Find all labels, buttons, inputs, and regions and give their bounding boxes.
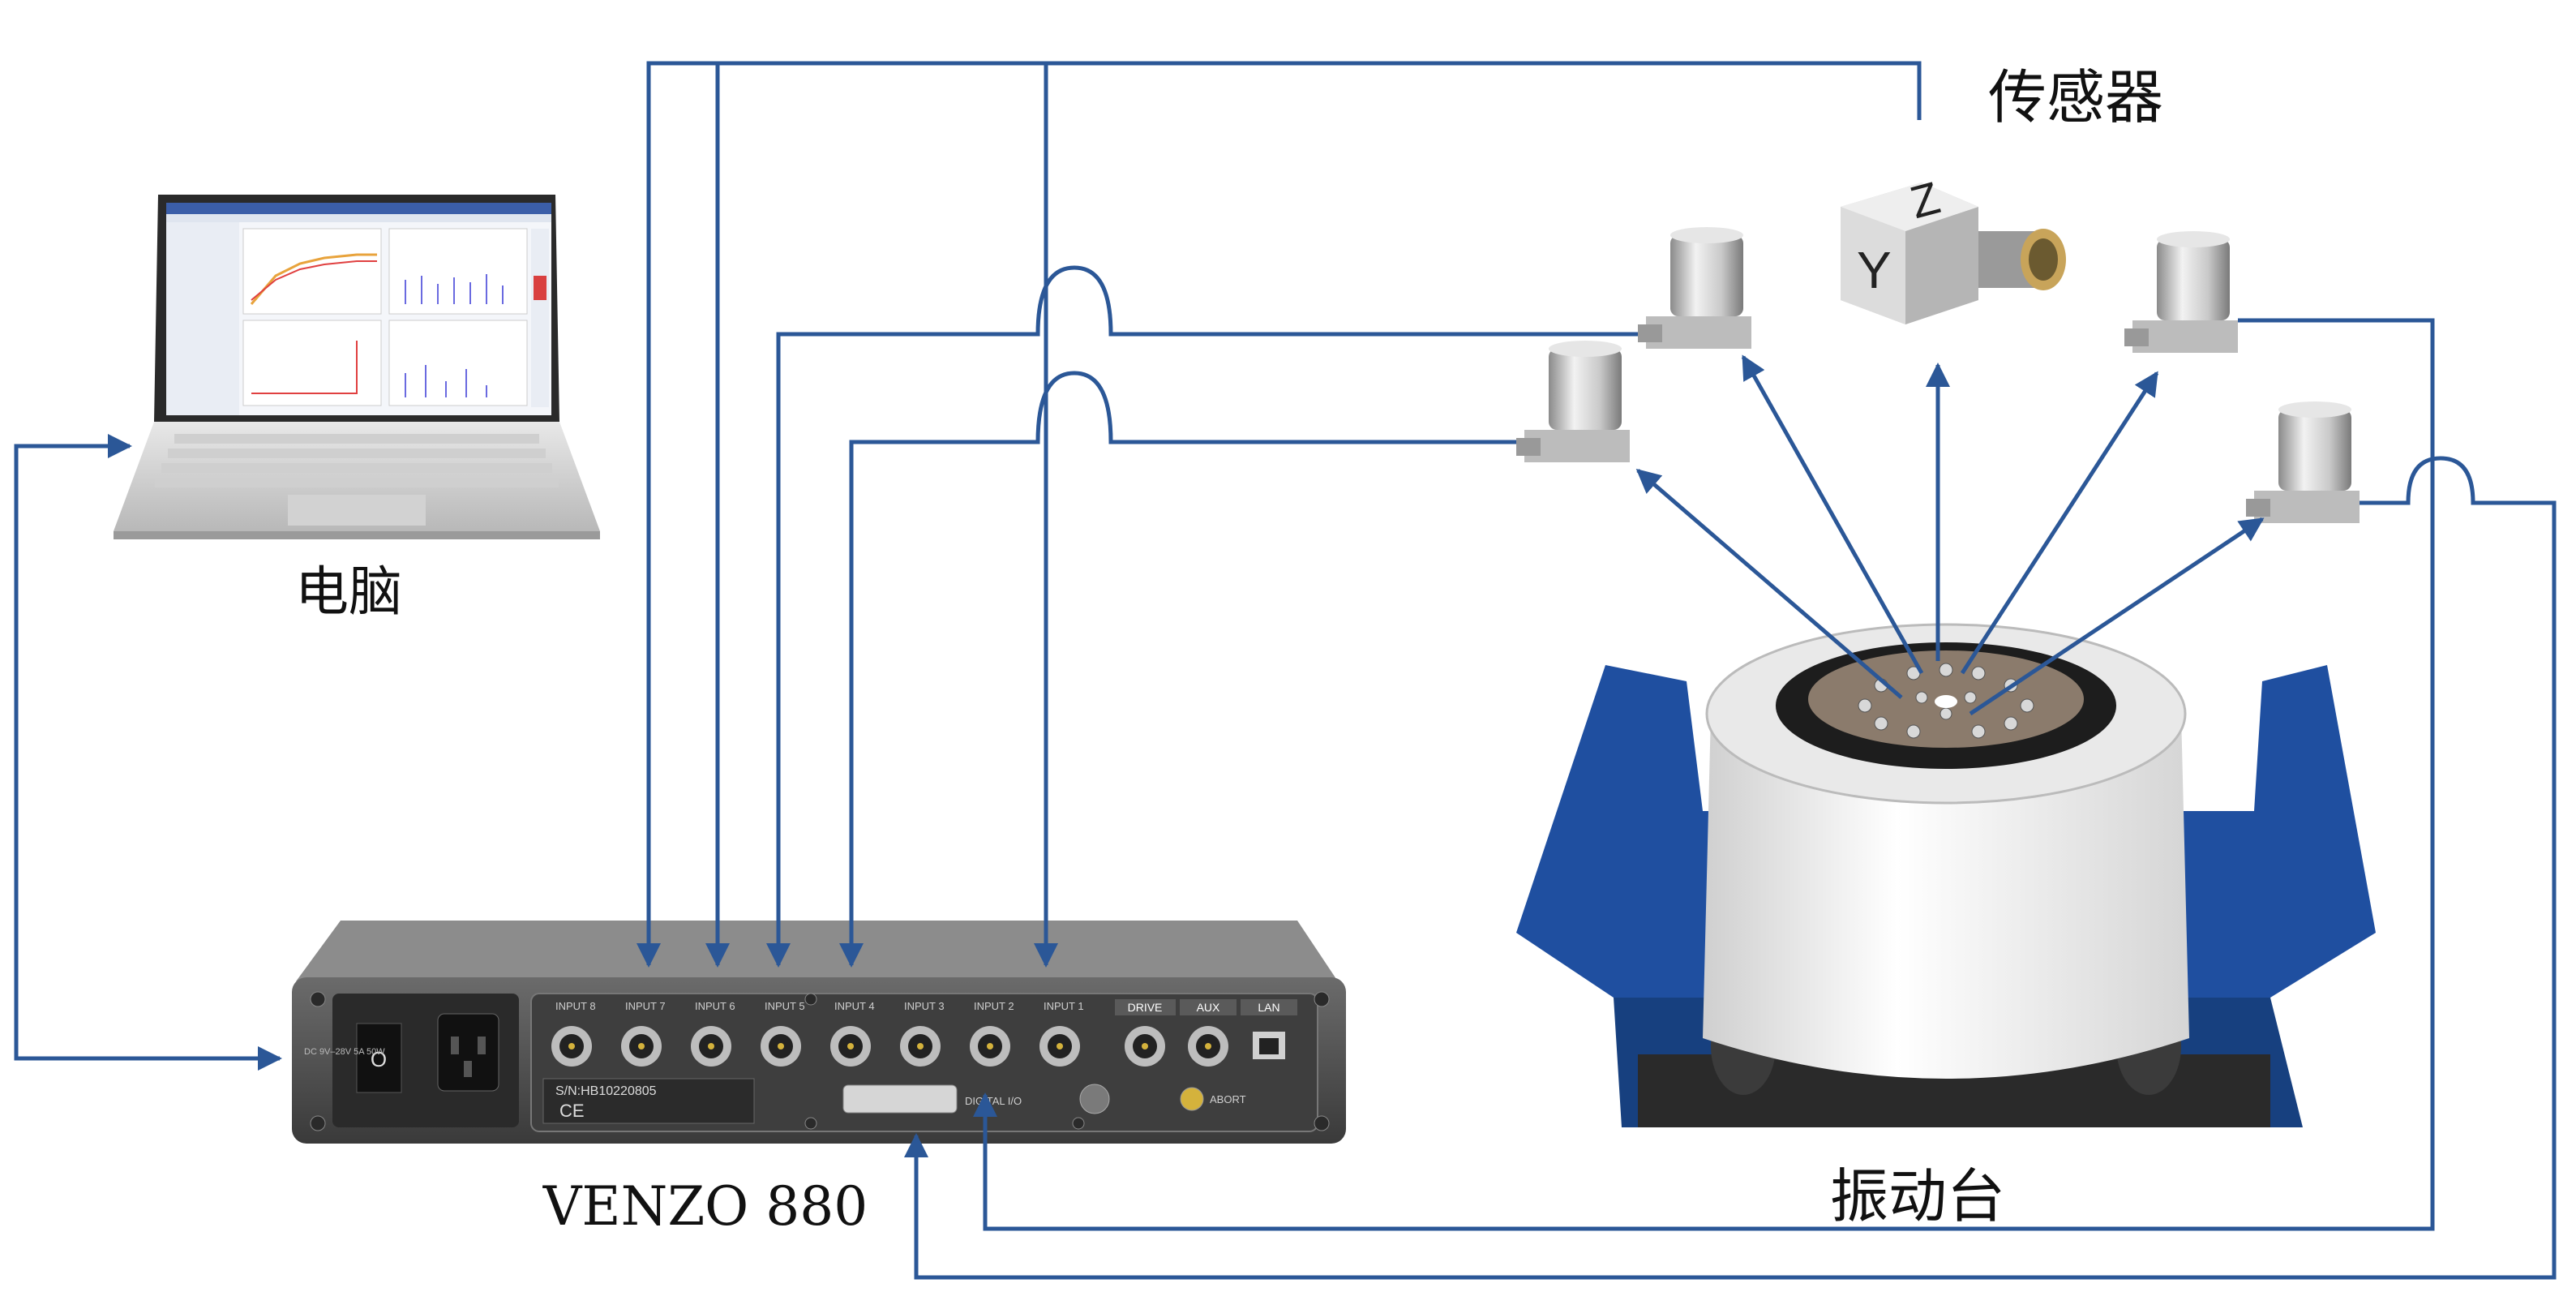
input-7-label: INPUT 7 (625, 1000, 666, 1012)
power-note: DC 9V–28V 5A 50W (304, 1047, 385, 1057)
mount-arrow (1741, 354, 1924, 675)
triax-x-cable (636, 61, 1922, 968)
shaker-label: 振动台 (1830, 1162, 2005, 1230)
sensor-c-cable (973, 318, 2435, 1231)
input-8-label: INPUT 8 (555, 1000, 596, 1012)
mount-arrow (1635, 469, 1903, 699)
sensors-label: 传感器 (1988, 63, 2163, 131)
shaker-body (1703, 714, 2189, 1079)
bnc-input-7 (621, 1026, 662, 1067)
sensor-d-cable (904, 456, 2557, 1280)
connection-lines (14, 61, 2557, 1280)
triax-y-label: Y (1857, 241, 1892, 299)
sensor-b-cable (839, 371, 1516, 968)
lan-label: LAN (1258, 1001, 1279, 1014)
controller-top (296, 921, 1338, 981)
bnc-connectors (551, 1026, 1228, 1067)
bnc-input-6 (691, 1026, 731, 1067)
sensor-uniaxial (1638, 227, 1751, 349)
usb-link-line (14, 434, 282, 1071)
digital-io-label: DIGITAL I/O (965, 1095, 1022, 1107)
mount-arrow (1960, 371, 2159, 675)
aux-label: AUX (1197, 1001, 1220, 1014)
bnc-input-5 (761, 1026, 801, 1067)
bnc-input-3 (900, 1026, 941, 1067)
controller-label: VENZO 880 (542, 1175, 868, 1238)
digital-io-port (842, 1084, 958, 1114)
abort-label: ABORT (1210, 1093, 1246, 1105)
laptop (114, 195, 600, 539)
computer-label: 电脑 (295, 560, 402, 623)
mount-arrow (1969, 517, 2265, 716)
sensor-uniaxial (2246, 401, 2360, 523)
input-4-label: INPUT 4 (834, 1000, 875, 1012)
bnc-input-1 (1039, 1026, 1080, 1067)
input-1-label: INPUT 1 (1044, 1000, 1084, 1012)
input-3-label: INPUT 3 (904, 1000, 945, 1012)
sensor-a-cable (766, 265, 1638, 968)
abort-port (1180, 1087, 1204, 1111)
bnc-drive (1125, 1026, 1165, 1067)
input-2-label: INPUT 2 (974, 1000, 1014, 1012)
bnc-input-2 (970, 1026, 1010, 1067)
input-6-label: INPUT 6 (695, 1000, 735, 1012)
sensor-uniaxial (1516, 341, 1630, 462)
drive-label: DRIVE (1128, 1001, 1163, 1014)
input-5-label: INPUT 5 (765, 1000, 805, 1012)
sensor-triaxial: Z Y (1841, 172, 2066, 324)
bnc-input-8 (551, 1026, 592, 1067)
ce-mark-icon: CE (559, 1101, 585, 1121)
ground-terminal-icon (1079, 1084, 1110, 1114)
serial-number: S/N:HB10220805 (555, 1084, 657, 1098)
controller-venzo-880: O DC 9V–28V 5A 50W INPUT 8 INPUT 7 INPUT… (292, 921, 1346, 1144)
sensor-uniaxial (2124, 231, 2238, 353)
bnc-aux (1188, 1026, 1228, 1067)
serial-plate (542, 1078, 755, 1124)
vibration-shaker (1516, 623, 2376, 1127)
bnc-input-4 (830, 1026, 871, 1067)
svg-text:O: O (371, 1047, 387, 1071)
